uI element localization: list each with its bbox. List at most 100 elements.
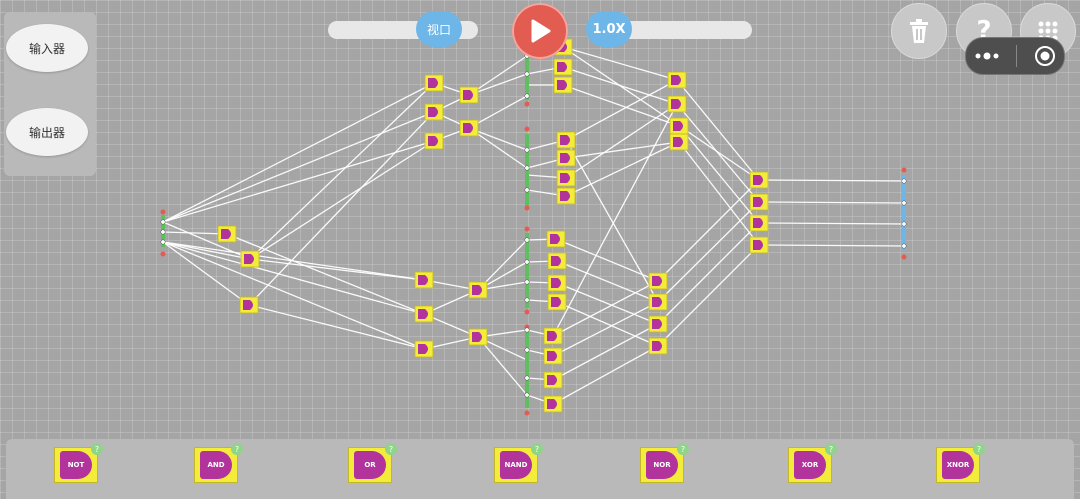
nor-gate-icon: NOR — [646, 451, 678, 479]
wire-node — [524, 237, 530, 243]
palette-gate-xnor[interactable]: XNOR ? — [936, 443, 985, 483]
io-panel: 输入器 输出器 — [4, 12, 96, 176]
wire — [556, 282, 659, 325]
gate-body — [243, 300, 253, 310]
wire — [556, 301, 659, 347]
gate-body — [472, 332, 482, 342]
gate-body — [753, 197, 763, 207]
trash-icon — [910, 19, 928, 43]
wire — [162, 241, 425, 350]
trash-button[interactable] — [891, 3, 947, 59]
wire-node — [524, 375, 530, 381]
speed-track[interactable] — [600, 21, 752, 39]
gate-body — [547, 331, 557, 341]
input-device-button[interactable]: 输入器 — [6, 24, 88, 72]
help-badge-icon[interactable]: ? — [91, 443, 103, 455]
wire — [249, 82, 435, 260]
output-device-button[interactable]: 输出器 — [6, 108, 88, 156]
input-device-label: 输入器 — [28, 41, 65, 56]
wire — [565, 141, 680, 197]
wire — [678, 141, 760, 246]
or-gate-icon: OR — [354, 451, 386, 479]
wire — [552, 301, 659, 357]
wire — [565, 79, 678, 141]
wire-node — [524, 347, 530, 353]
help-badge-icon[interactable]: ? — [231, 443, 243, 455]
or-gate-label: OR — [364, 461, 376, 469]
gate-body — [560, 173, 570, 183]
nand-gate-icon: NAND — [500, 451, 532, 479]
wire — [676, 79, 760, 181]
help-badge-icon[interactable]: ? — [531, 443, 543, 455]
play-button[interactable] — [512, 3, 568, 59]
xor-gate-icon: XOR — [794, 451, 826, 479]
palette-gate-and[interactable]: AND ? — [194, 443, 243, 483]
wire — [758, 222, 905, 225]
more-dots-icon[interactable] — [974, 52, 1000, 60]
gate-body — [671, 99, 681, 109]
wire — [552, 345, 659, 405]
speed-label: 1.0X — [592, 21, 626, 37]
gate-body — [753, 218, 763, 228]
help-badge-icon[interactable]: ? — [825, 443, 837, 455]
record-icon[interactable] — [1034, 45, 1056, 67]
wire — [552, 103, 678, 337]
and-gate-icon: AND — [200, 451, 232, 479]
wire-node — [901, 178, 907, 184]
wire — [556, 260, 659, 303]
nor-gate-label: NOR — [653, 461, 671, 469]
gate-body — [551, 256, 561, 266]
gate-body — [550, 234, 560, 244]
gate-body — [673, 121, 683, 131]
bus-marker — [524, 205, 530, 211]
output-device-label: 输出器 — [28, 125, 65, 140]
help-badge-icon[interactable]: ? — [385, 443, 397, 455]
palette-gate-xor[interactable]: XOR ? — [788, 443, 837, 483]
viewport-label: 视口 — [426, 22, 451, 37]
wire — [758, 201, 905, 204]
wire — [249, 140, 435, 260]
wire — [676, 103, 760, 203]
wire-node — [524, 392, 530, 398]
gate-body — [652, 341, 662, 351]
wire-node — [524, 71, 530, 77]
wire-node — [901, 200, 907, 206]
gate-body — [418, 275, 428, 285]
palette-gate-nand[interactable]: NAND ? — [494, 443, 543, 483]
wire — [249, 258, 425, 281]
palette-gate-not[interactable]: NOT ? — [54, 443, 103, 483]
palette-gate-or[interactable]: OR ? — [348, 443, 397, 483]
wire-node — [524, 327, 530, 333]
gate-body — [221, 229, 231, 239]
nand-gate-label: NAND — [504, 461, 528, 469]
bus-marker — [524, 126, 530, 132]
wire — [162, 241, 250, 306]
wire — [468, 127, 528, 151]
viewport-button[interactable]: 视口 — [416, 11, 462, 47]
wire-node — [901, 221, 907, 227]
gate-body — [551, 278, 561, 288]
wire — [162, 231, 228, 235]
gate-body — [560, 135, 570, 145]
wire-node — [901, 243, 907, 249]
help-badge-icon[interactable]: ? — [677, 443, 689, 455]
bus-marker — [901, 167, 907, 173]
speed-button[interactable]: 1.0X — [586, 11, 632, 47]
help-badge-icon[interactable]: ? — [973, 443, 985, 455]
wire — [562, 46, 760, 181]
bus-segment — [525, 330, 529, 408]
xor-gate-label: XOR — [801, 461, 819, 469]
palette-gate-nor[interactable]: NOR ? — [640, 443, 689, 483]
wire-node — [524, 187, 530, 193]
bus-marker — [524, 309, 530, 315]
gate-body — [418, 309, 428, 319]
wire — [657, 179, 760, 282]
wire — [468, 127, 528, 169]
wire — [657, 201, 760, 303]
wire — [468, 55, 528, 96]
wire — [226, 233, 425, 315]
gate-body — [547, 375, 557, 385]
gate-body — [673, 137, 683, 147]
wire-node — [160, 229, 166, 235]
